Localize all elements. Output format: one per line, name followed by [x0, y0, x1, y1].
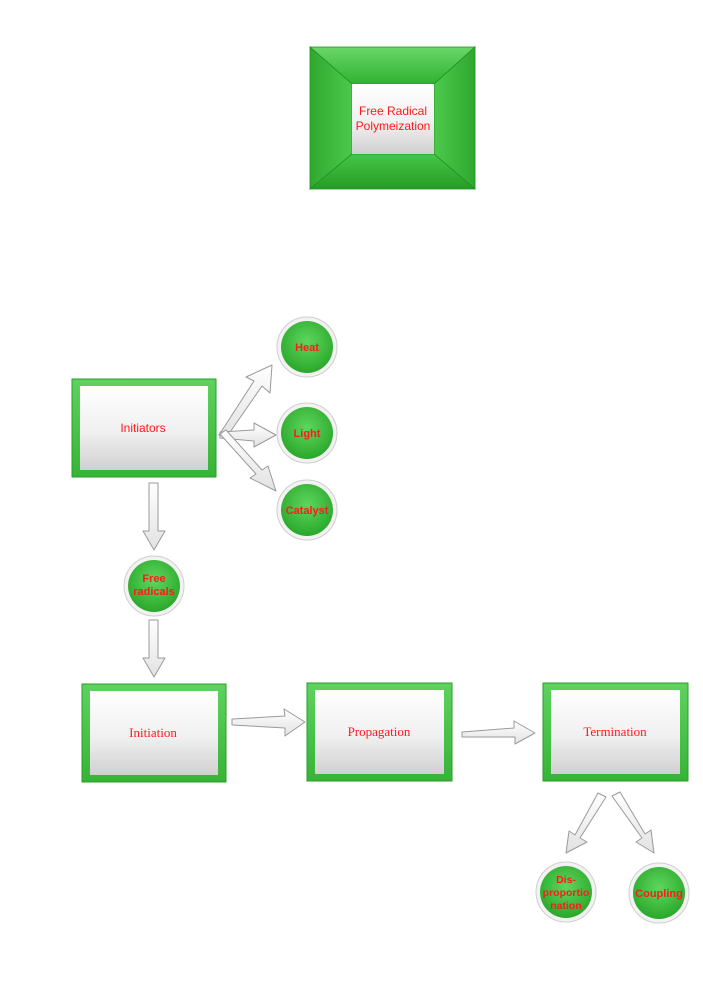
arrow-to-disproportionation	[565, 792, 607, 854]
heat-node: Heat	[276, 316, 338, 378]
initiator-source-arrows	[218, 364, 277, 492]
disproportionation-label-line-3: nation	[550, 900, 582, 912]
propagation-label: Propagation	[348, 724, 411, 739]
arrow-to-catalyst	[219, 429, 277, 492]
initiation-label: Initiation	[129, 725, 177, 740]
arrow-initiation-to-propagation	[231, 708, 306, 737]
arrow-propagation-to-termination	[461, 720, 536, 745]
light-label: Light	[294, 428, 321, 440]
initiators-label: Initiators	[120, 421, 165, 435]
catalyst-node: Catalyst	[276, 479, 338, 541]
free-radicals-node: Free radicals	[123, 555, 185, 617]
termination-box: Termination	[542, 682, 689, 782]
title-line-1: Free Radical	[359, 104, 427, 118]
propagation-box: Propagation	[306, 682, 453, 782]
free-radicals-label-line-1: Free	[142, 573, 165, 585]
heat-label: Heat	[295, 342, 319, 354]
termination-outcome-arrows	[565, 791, 655, 854]
initiators-box: Initiators	[71, 378, 217, 478]
arrow-free-radicals-to-initiation	[142, 619, 166, 678]
termination-label: Termination	[583, 724, 647, 739]
title-frame: Free Radical Polymeization	[308, 46, 477, 190]
catalyst-label: Catalyst	[286, 505, 329, 517]
disproportionation-label-line-1: Dis-	[556, 874, 576, 886]
light-node: Light	[276, 402, 338, 464]
initiation-box: Initiation	[81, 683, 227, 783]
arrow-to-heat	[218, 364, 273, 439]
title-line-2: Polymeization	[356, 119, 431, 133]
coupling-label: Coupling	[635, 888, 683, 900]
coupling-node: Coupling	[628, 862, 690, 924]
arrow-initiators-to-free-radicals	[142, 482, 166, 551]
free-radicals-label-line-2: radicals	[133, 586, 175, 598]
disproportionation-label-line-2: proportio	[543, 887, 590, 899]
disproportionation-node: Dis- proportio nation	[535, 861, 597, 923]
arrow-to-coupling	[611, 791, 655, 854]
